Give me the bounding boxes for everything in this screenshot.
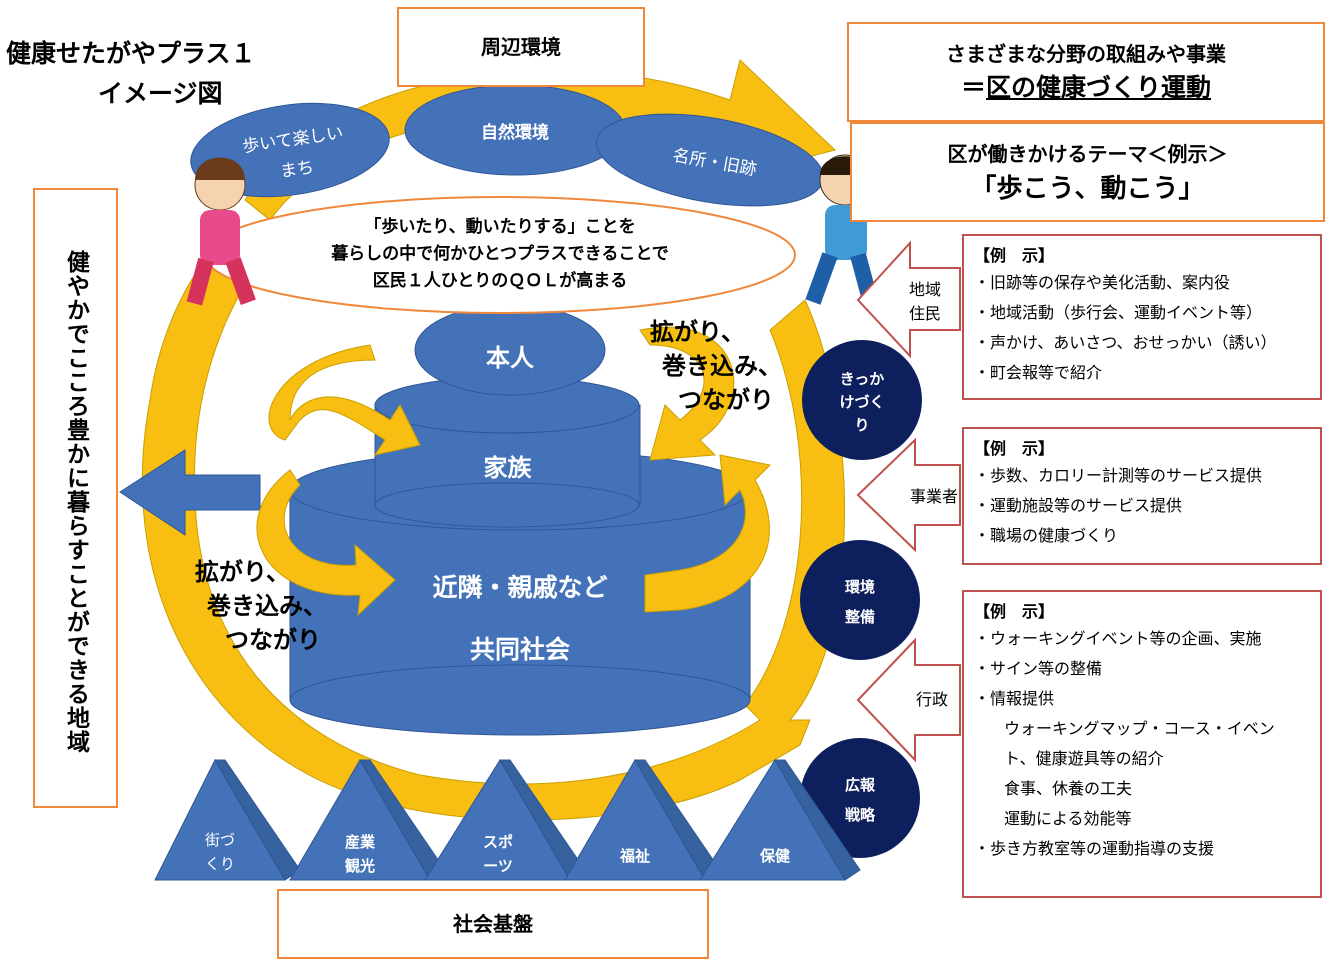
pyramid-sports-label: スポ ーツ xyxy=(468,830,528,878)
pyramid-sports-line2: ーツ xyxy=(483,857,513,875)
pyramid-town-line1: 街づ xyxy=(204,831,235,849)
inner-arrow-right-bottom xyxy=(644,454,772,613)
trigger-line2: けづく xyxy=(839,393,885,411)
actor-business-label: 事業者 xyxy=(909,487,958,506)
pr-line1: 広報 xyxy=(844,776,875,794)
pyramid-industry-line2: 観光 xyxy=(344,857,375,875)
statement-line2: 暮らしの中で何かひとつプラスできることで xyxy=(331,244,669,264)
surroundings-label: 周辺環境 xyxy=(481,35,561,59)
pyramid-town-label: 街づ くり xyxy=(190,828,250,876)
inner-arrow-left-top xyxy=(268,344,421,456)
spread-left-line1: 拡がり、 xyxy=(195,558,291,586)
pyramid-town-line2: くり xyxy=(204,855,235,873)
community-item-4: ・町会報等で紹介 xyxy=(974,363,1103,382)
government-item-3: ・情報提供 xyxy=(974,689,1055,708)
community-item-1: ・旧跡等の保存や美化活動、案内役 xyxy=(974,273,1231,292)
spread-left-line3: つながり xyxy=(225,626,321,654)
examples-government-heading: 【例 示】 xyxy=(974,602,1055,621)
tier-self-label: 本人 xyxy=(486,344,534,372)
community-item-2: ・地域活動（歩行会、運動イベント等） xyxy=(974,303,1263,322)
pyramid-health-label: 保健 xyxy=(759,847,790,865)
pr-strategy-label: 広報 戦略 xyxy=(820,770,900,830)
spread-right-line2: 巻き込み、 xyxy=(662,352,782,380)
social-infrastructure-label: 社会基盤 xyxy=(453,912,533,936)
examples-business-box: 【例 示】 ・歩数、カロリー計測等のサービス提供 ・運動施設等のサービス提供 ・… xyxy=(962,427,1322,565)
spread-right-line1: 拡がり、 xyxy=(650,318,746,346)
nature-label: 自然環境 xyxy=(481,123,549,143)
actor-community-label: 地域 住民 xyxy=(895,278,955,326)
arrow-business xyxy=(856,437,961,553)
government-item-4: ・歩き方教室等の運動指導の支援 xyxy=(974,839,1215,858)
business-item-3: ・職場の健康づくり xyxy=(974,526,1119,545)
actor-community-line1: 地域 xyxy=(908,280,941,299)
pyramid-industry-label: 産業 観光 xyxy=(330,830,390,878)
government-item-1: ・ウォーキングイベント等の企画、実施 xyxy=(974,629,1262,648)
inner-arrow-left-bottom xyxy=(256,469,396,617)
circle-trigger xyxy=(802,340,922,460)
activities-line2: ＝区の健康づくり運動 xyxy=(849,70,1323,106)
inner-arrow-right-top xyxy=(639,326,735,461)
pyramid-3 xyxy=(424,759,586,881)
left-blue-arrow xyxy=(119,449,261,536)
statement-line3: 区民１人ひとりのＱＯＬが高まる xyxy=(372,271,628,291)
walker-woman-icon xyxy=(186,157,256,306)
theme-line2: 「歩こう、動こう」 xyxy=(970,174,1205,204)
title-line1: 健康せたがやプラス１ xyxy=(6,39,256,68)
actor-government-label: 行政 xyxy=(915,690,948,709)
healthy-region-box: 健やかでこころ豊かに暮らすことができる地域 xyxy=(33,188,118,808)
circle-environment xyxy=(800,540,920,660)
government-item-2: ・サイン等の整備 xyxy=(974,659,1103,678)
activities-line1: さまざまな分野の取組みや事業 xyxy=(946,42,1226,66)
spread-text-right: 拡がり、 巻き込み、 つながり xyxy=(650,315,810,417)
government-subitem-1: ウォーキングマップ・コース・イベン xyxy=(1004,719,1275,738)
spread-text-left: 拡がり、 巻き込み、 つながり xyxy=(195,555,355,657)
spread-left-line2: 巻き込み、 xyxy=(207,592,327,620)
theme-box: 区が働きかけるテーマ＜例示＞ 「歩こう、動こう」 xyxy=(850,122,1325,222)
examples-business-heading: 【例 示】 xyxy=(974,439,1055,458)
pyramid-welfare-label: 福祉 xyxy=(619,847,650,865)
arrow-government xyxy=(856,637,961,763)
activities-emphasis: 区の健康づくり運動 xyxy=(986,73,1212,102)
examples-community-heading: 【例 示】 xyxy=(974,246,1055,265)
diagram-title: 健康せたがやプラス１ イメージ図 xyxy=(6,34,326,114)
actor-community-line2: 住民 xyxy=(908,304,941,323)
government-subitem-4: 運動による効能等 xyxy=(1004,809,1132,828)
environment-line2: 整備 xyxy=(844,608,875,626)
arrow-community xyxy=(856,240,961,359)
pyramid-4 xyxy=(564,759,721,881)
government-subitem-2: ト、健康遊具等の紹介 xyxy=(1004,749,1164,768)
pyramid-5 xyxy=(699,759,861,881)
pyramid-sports-line1: スポ xyxy=(482,833,513,851)
tier-family-label: 家族 xyxy=(483,454,532,482)
healthy-region-label: 健やかでこころ豊かに暮らすことができる地域 xyxy=(62,250,89,754)
examples-government-box: 【例 示】 ・ウォーキングイベント等の企画、実施 ・サイン等の整備 ・情報提供 … xyxy=(962,590,1322,898)
trigger-line1: きっか xyxy=(839,370,885,388)
trigger-line3: り xyxy=(854,416,870,434)
surroundings-box: 周辺環境 xyxy=(397,7,645,87)
center-statement: 「歩いたり、動いたりする」ことを 暮らしの中で何かひとつプラスできることで 区民… xyxy=(230,214,770,295)
business-item-2: ・運動施設等のサービス提供 xyxy=(974,496,1183,515)
activities-box: さまざまな分野の取組みや事業 ＝区の健康づくり運動 xyxy=(847,22,1325,122)
pyramid-industry-line1: 産業 xyxy=(344,833,375,851)
trigger-label: きっか けづく り xyxy=(820,368,904,437)
social-infrastructure-box: 社会基盤 xyxy=(277,889,709,959)
community-item-3: ・声かけ、あいさつ、おせっかい（誘い） xyxy=(974,333,1277,352)
cylinder-middle xyxy=(374,376,641,528)
tier-neighbors-label: 近隣・親戚など xyxy=(432,573,608,602)
spread-right-line3: つながり xyxy=(678,386,774,414)
environment-line1: 環境 xyxy=(844,578,875,596)
statement-line1: 「歩いたり、動いたりする」ことを xyxy=(364,217,636,237)
government-subitem-3: 食事、休養の工夫 xyxy=(1004,779,1133,798)
environment-maintenance-label: 環境 整備 xyxy=(820,572,900,632)
title-line2: イメージ図 xyxy=(98,79,223,108)
business-item-1: ・歩数、カロリー計測等のサービス提供 xyxy=(974,466,1263,485)
examples-community-box: 【例 示】 ・旧跡等の保存や美化活動、案内役 ・地域活動（歩行会、運動イベント等… xyxy=(962,234,1322,400)
theme-line1: 区が働きかけるテーマ＜例示＞ xyxy=(947,142,1228,166)
pr-line2: 戦略 xyxy=(844,806,875,824)
activities-equals: ＝ xyxy=(960,73,986,102)
tier-community-label: 共同社会 xyxy=(469,635,570,664)
